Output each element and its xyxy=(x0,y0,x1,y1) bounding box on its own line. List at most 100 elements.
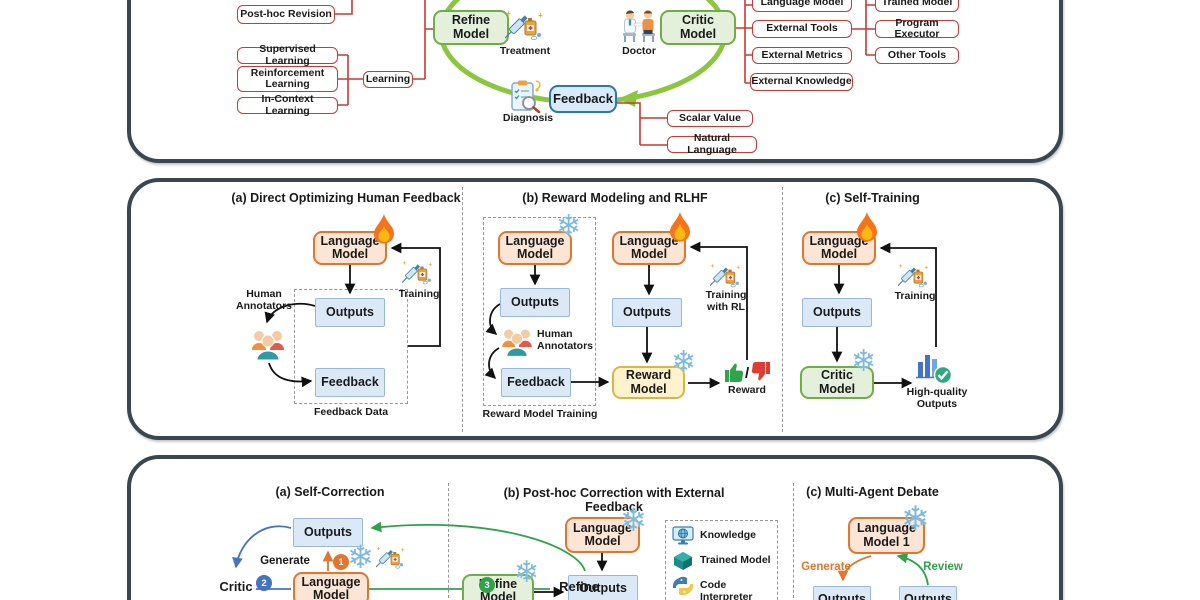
middle-separator-1 xyxy=(462,187,463,432)
treatment-icon: ++ xyxy=(505,9,543,41)
node-outputs-c: Outputs xyxy=(802,298,872,327)
node-external-metrics: External Metrics xyxy=(752,47,852,64)
node-reward-model: Reward Model xyxy=(612,366,685,399)
svg-text:+: + xyxy=(403,260,407,267)
node-outputs-a: Outputs xyxy=(315,298,385,327)
training-icon-b: ++ xyxy=(710,263,740,288)
trained-model-icon xyxy=(674,552,692,570)
bottom-title-b: (b) Post-hoc Correction with External Fe… xyxy=(503,486,725,514)
middle-title-a: (a) Direct Optimizing Human Feedback xyxy=(231,191,461,205)
bottom-title-a: (a) Self-Correction xyxy=(275,485,385,499)
human-annotators-icon-b xyxy=(502,329,532,357)
refine-icon: ++ xyxy=(376,547,405,569)
human-annotators-label-a: Human Annotators xyxy=(236,288,292,312)
high-quality-outputs-icon xyxy=(916,355,953,385)
generate-label-a: Generate xyxy=(260,555,310,567)
node-feedback-a: Feedback xyxy=(315,368,385,397)
bottom-separator-2 xyxy=(793,483,794,598)
middle-title-c: (c) Self-Training xyxy=(825,191,920,205)
high-quality-outputs-label: High-quality Outputs xyxy=(906,386,968,410)
snowflake-icon: ❄ xyxy=(347,538,374,576)
bottom-separator-1 xyxy=(448,483,449,598)
node-external-tools: External Tools xyxy=(752,20,852,38)
svg-text:+: + xyxy=(711,263,715,270)
thumbs-up-down-icon: / xyxy=(725,362,770,382)
svg-text:+: + xyxy=(401,548,405,554)
node-language-model-b-frozen: Language Model xyxy=(498,231,572,265)
reward-label: Reward xyxy=(728,384,766,396)
snowflake-icon: ❄ xyxy=(514,555,540,590)
external-feedback-legend xyxy=(665,520,778,600)
svg-text:+: + xyxy=(899,263,903,270)
node-reinforcement-learning: Reinforcement Learning xyxy=(237,66,338,92)
fire-icon xyxy=(857,212,877,242)
svg-text:+: + xyxy=(428,262,432,269)
node-language-model-a: Language Model xyxy=(313,231,387,265)
doctor-icon xyxy=(623,10,655,42)
trained-model-label: Trained Model xyxy=(700,554,771,566)
human-annotators-label-b: Human Annotators xyxy=(537,328,593,352)
node-language-model-1: Language Model 1 xyxy=(848,517,925,554)
node-refine-model: Refine Model xyxy=(433,10,509,45)
snowflake-icon: ❄ xyxy=(851,344,877,379)
node-feedback: Feedback xyxy=(549,85,617,113)
node-language-model-tool: Language Model xyxy=(752,0,852,12)
code-interpreter-icon xyxy=(672,576,694,596)
node-language-model-bottom-a: Language Model xyxy=(293,572,369,600)
fire-icon xyxy=(374,214,394,244)
node-program-executor: Program Executor xyxy=(875,17,959,40)
treatment-label: Treatment xyxy=(499,45,551,57)
training-label-c: Training xyxy=(894,290,936,302)
feedback-data-label: Feedback Data xyxy=(313,406,389,418)
snowflake-icon: ❄ xyxy=(556,209,582,244)
node-language-model-c: Language Model xyxy=(802,231,876,265)
middle-title-b: (b) Reward Modeling and RLHF xyxy=(522,191,708,205)
reward-model-training-group xyxy=(483,217,596,406)
node-scalar-value: Scalar Value xyxy=(667,110,753,127)
svg-text:+: + xyxy=(736,265,740,272)
bottom-title-c: (c) Multi-Agent Debate xyxy=(806,485,939,499)
diagnosis-icon xyxy=(511,80,541,113)
node-trained-model-tool: Trained Model xyxy=(875,0,959,12)
svg-text:+: + xyxy=(924,265,928,272)
training-label-a: Training xyxy=(398,288,440,300)
node-outputs-bottom-a: Outputs xyxy=(293,518,363,547)
node-critic-model-c: Critic Model xyxy=(800,366,874,399)
generate-label-c: Generate xyxy=(801,561,851,573)
node-critic-model: Critic Model xyxy=(660,10,736,45)
snowflake-icon: ❄ xyxy=(620,501,647,539)
node-natural-language: Natural Language xyxy=(667,133,757,155)
diagnosis-label: Diagnosis xyxy=(502,112,554,124)
node-outputs-c-left: Outputs xyxy=(813,586,871,600)
node-outputs-b-right: Outputs xyxy=(612,298,682,327)
node-other-tools: Other Tools xyxy=(875,47,959,64)
reward-model-training-label: Reward Model Training xyxy=(482,408,598,420)
human-annotators-icon xyxy=(252,331,284,361)
node-outputs-c-right: Outputs xyxy=(899,586,957,600)
middle-separator-2 xyxy=(782,187,783,432)
code-interpreter-label: Code Interpreter xyxy=(700,579,753,600)
node-feedback-b: Feedback xyxy=(501,368,571,397)
snowflake-icon: ❄ xyxy=(901,499,930,539)
training-icon-c: ++ xyxy=(898,263,928,288)
node-outputs-b-left: Outputs xyxy=(500,288,570,317)
node-in-context-learning: In-Context Learning xyxy=(237,94,338,116)
node-learning: Learning xyxy=(363,71,413,88)
training-icon-a: ++ xyxy=(402,260,432,285)
svg-text:+: + xyxy=(538,11,543,20)
step-1-badge: 1 xyxy=(333,554,349,570)
svg-text:+: + xyxy=(377,547,381,553)
review-label-c: Review xyxy=(923,561,963,573)
doctor-label: Doctor xyxy=(622,45,656,57)
node-refine-model-bottom-b: Refine Model xyxy=(462,574,534,600)
svg-text:+: + xyxy=(506,9,511,18)
critic-role-label: Critic xyxy=(219,579,253,594)
knowledge-label: Knowledge xyxy=(700,529,757,541)
fire-icon xyxy=(670,212,690,242)
node-supervised-learning: Supervised Learning xyxy=(237,44,338,66)
node-outputs-bottom-b: Outputs xyxy=(568,575,638,600)
snowflake-icon: ❄ xyxy=(671,345,697,380)
step-3-badge: 3 xyxy=(479,577,495,593)
node-post-hoc-revision: Post-hoc Revision xyxy=(237,5,335,24)
